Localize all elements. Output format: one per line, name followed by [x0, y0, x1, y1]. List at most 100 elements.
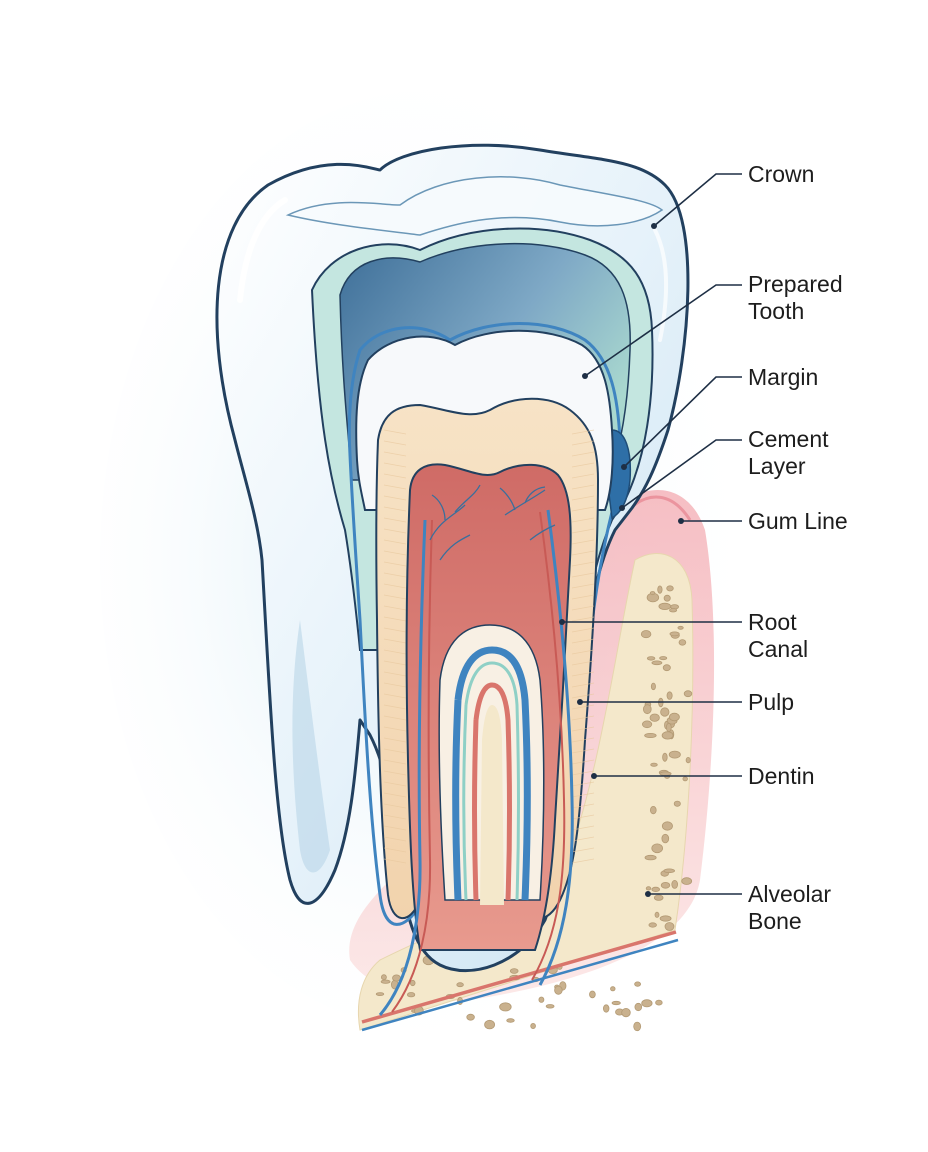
bone-spot: [685, 756, 691, 764]
leader-lines: [559, 173, 742, 897]
bone-spot: [651, 843, 663, 854]
dentin-tubule: [571, 682, 595, 688]
bone-spot: [406, 992, 416, 998]
dentin-tubule: [383, 759, 407, 765]
dentin-tubule: [571, 770, 595, 776]
dentin-tubule: [571, 550, 595, 556]
dentin-tubule: [383, 825, 407, 831]
bone-spot: [589, 990, 596, 999]
label-gum-line: Gum Line: [748, 508, 848, 534]
dentin-tubule: [383, 781, 407, 787]
bone-spot: [659, 915, 672, 922]
bone-spot: [681, 877, 693, 885]
bone-spot: [668, 750, 681, 759]
dentin-tubule: [571, 616, 595, 622]
dentin-tubule: [571, 759, 595, 765]
dentin-tubule: [383, 803, 407, 809]
bone-spot: [545, 1004, 555, 1009]
dentin-tubule: [383, 726, 407, 732]
dentin-tubule: [571, 583, 595, 589]
dentin-tubule: [571, 561, 595, 567]
dentin-tubule: [383, 715, 407, 721]
dentin-tubule: [571, 726, 595, 732]
dentin-tubule: [383, 836, 407, 842]
root-canal-left: [378, 519, 427, 1016]
dentin-tubule: [383, 539, 407, 545]
bone-spot: [603, 1004, 610, 1013]
bone-spot: [660, 707, 670, 717]
bone-spot: [655, 999, 663, 1006]
dentin-tubule: [383, 682, 407, 688]
dentin-tubule: [571, 836, 595, 842]
dentin-tubule: [383, 495, 407, 501]
bone-spot: [661, 731, 674, 740]
dentin-tubule: [383, 847, 407, 853]
dentin-tubule: [383, 550, 407, 556]
crown-occlusal-surface: [285, 176, 664, 236]
dentin-tubule: [383, 561, 407, 567]
dentin-tubule: [383, 594, 407, 600]
label-prepared-tooth: Prepared Tooth: [748, 271, 849, 324]
bone-spot: [669, 712, 680, 722]
bone-spot: [661, 821, 673, 831]
bone-spot: [506, 1018, 515, 1023]
dentin-tubule: [571, 473, 595, 479]
inner-canal-blue: [454, 646, 531, 901]
bone-spot: [509, 968, 519, 974]
inner-bone-core: [480, 705, 504, 905]
dentin-tubule: [383, 649, 407, 655]
bone-spot: [662, 752, 668, 762]
dentin-tubule: [571, 572, 595, 578]
dentin-tubule: [383, 792, 407, 798]
dentin-tubule: [383, 704, 407, 710]
dentin-tubule: [571, 858, 595, 864]
label-alveolar-bone: Alveolar Bone: [748, 881, 838, 934]
dentin-tubule: [383, 462, 407, 468]
root-canal-right-red: [531, 511, 566, 981]
dentin-tubule: [383, 671, 407, 677]
bone-spot: [649, 591, 656, 596]
dentin-tubule: [571, 594, 595, 600]
dentin-tubule: [571, 528, 595, 534]
bone-spot: [666, 691, 673, 700]
bone-spot: [641, 720, 653, 729]
dentin-tubule: [571, 803, 595, 809]
dentin-tubule: [383, 814, 407, 820]
crown-gloss-2: [653, 228, 669, 342]
dentin-tubule: [383, 627, 407, 633]
bone-spot: [651, 660, 663, 666]
bone-spot: [456, 982, 464, 988]
dentin-tubule: [383, 440, 407, 446]
inner-canal-blue-left: [452, 699, 462, 901]
dentin-tubule: [383, 517, 407, 523]
bone-spot: [644, 733, 657, 739]
dentin-tubule: [571, 627, 595, 633]
bone-spot: [610, 986, 616, 992]
bone-spot: [683, 690, 693, 698]
label-root-canal: Root Canal: [748, 609, 808, 662]
dentin-tubules: [383, 429, 595, 864]
bone-spot: [650, 682, 656, 691]
bone-spot: [649, 805, 657, 815]
bone-spot: [634, 1002, 643, 1012]
bone-spot: [375, 992, 385, 996]
dentin-tubule: [571, 440, 595, 446]
bone-spot: [641, 999, 653, 1008]
dentin-tubule: [571, 704, 595, 710]
bone-spot: [662, 664, 671, 672]
dentin-tubule: [571, 517, 595, 523]
dentin-tubule: [571, 671, 595, 677]
bone-spot: [380, 974, 387, 981]
dentin-tubule: [383, 484, 407, 490]
root-canal-left-red: [391, 519, 433, 1013]
inner-canal-red: [472, 682, 512, 901]
dentin-tubule: [571, 781, 595, 787]
dentin-tubule: [383, 748, 407, 754]
root-shading: [292, 620, 330, 873]
dentin-tubule: [383, 473, 407, 479]
dentin-tubule: [571, 814, 595, 820]
dentin-tubule: [571, 539, 595, 545]
dentin-tubule: [571, 737, 595, 743]
